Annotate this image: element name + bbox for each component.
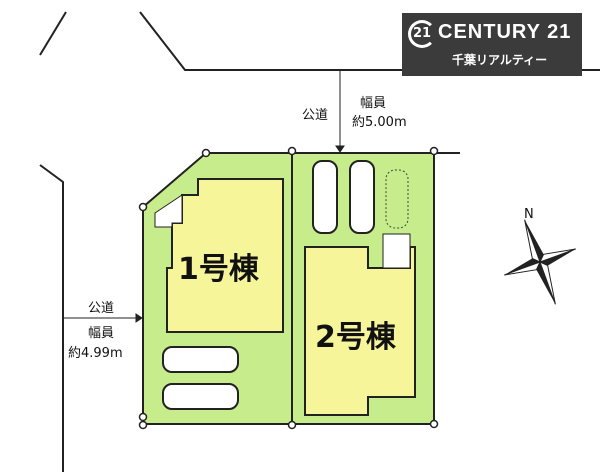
- bicycle-parking: [385, 169, 409, 229]
- car: [312, 160, 338, 234]
- left-road-type: 公道: [88, 301, 115, 316]
- house-1: [166, 178, 284, 333]
- porch-1: [154, 194, 183, 228]
- house-1-label: 1号棟: [178, 252, 259, 287]
- boundary-markers: [138, 146, 439, 430]
- logo-mark: 21: [408, 20, 436, 48]
- compass-north-label: N: [524, 207, 534, 222]
- house-2: [304, 246, 416, 416]
- left-road-width-label: 幅員: [88, 326, 115, 341]
- top-road-width-value: 約5.00m: [352, 115, 407, 130]
- car: [349, 160, 375, 234]
- parking-cars: [162, 160, 375, 410]
- dimension-arrows: [63, 70, 345, 323]
- porch-2: [382, 233, 411, 269]
- compass-icon: [504, 219, 576, 305]
- century21-logo: 21 CENTURY 21 千葉リアルティー: [402, 13, 582, 76]
- top-road-type: 公道: [302, 108, 329, 123]
- logo-brand: CENTURY 21: [438, 21, 572, 43]
- car: [162, 346, 239, 373]
- car: [162, 383, 239, 410]
- logo-subtitle: 千葉リアルティー: [452, 53, 548, 67]
- left-road-width-value: 約4.99m: [68, 346, 123, 361]
- house-2-label: 2号棟: [315, 320, 396, 355]
- top-road-width-label: 幅員: [360, 96, 387, 111]
